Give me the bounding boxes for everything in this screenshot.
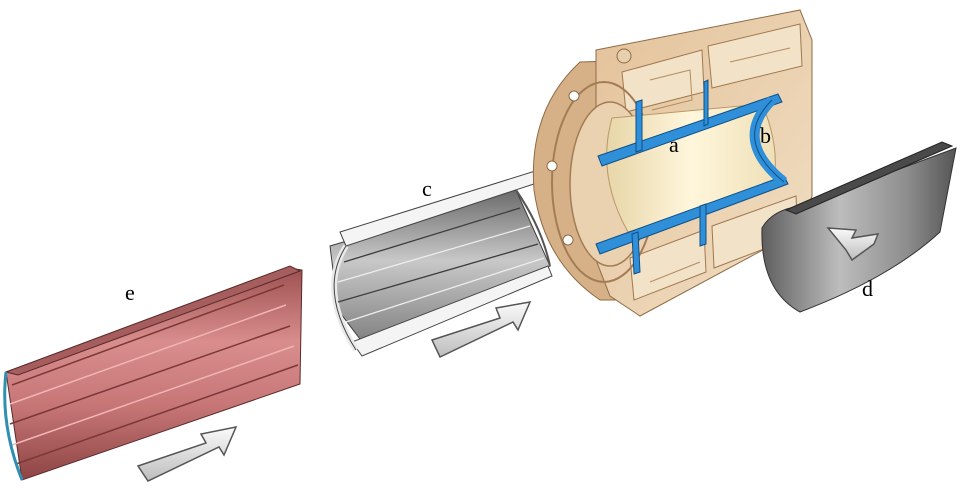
gray-cylinder-top-edge bbox=[784, 141, 954, 215]
gray-shell-inner-edge bbox=[515, 189, 551, 267]
component-a-blue-frame bbox=[595, 79, 789, 275]
label-b: b bbox=[760, 123, 771, 148]
red-shell-rib-3 bbox=[9, 325, 291, 425]
bolt-hole-3 bbox=[562, 234, 574, 246]
blue-post-top-right bbox=[703, 79, 709, 127]
gray-cylinder-body bbox=[761, 147, 957, 313]
gray-shell-end-ring-outline bbox=[333, 245, 357, 351]
red-shell-rib-2 bbox=[9, 304, 287, 405]
blue-post-bottom-left bbox=[631, 231, 641, 275]
red-shell-rib-1 bbox=[11, 284, 285, 386]
label-c: c bbox=[422, 176, 432, 201]
component-e-red-shell bbox=[3, 265, 303, 481]
gray-shell-rib-1 bbox=[343, 207, 521, 263]
arrow-d-icon bbox=[826, 227, 880, 262]
red-shell-rib-4 bbox=[11, 345, 295, 446]
housing-bottom-section-1 bbox=[629, 229, 707, 301]
blue-bar-bottom bbox=[595, 175, 789, 255]
bolt-hole-4 bbox=[616, 48, 632, 64]
component-b-blue-arc bbox=[749, 96, 788, 186]
blue-arc-outline bbox=[754, 99, 785, 183]
red-shell-top-flange bbox=[4, 265, 302, 376]
blue-post-top-left bbox=[635, 99, 643, 153]
gray-shell-rib-3 bbox=[337, 243, 539, 303]
arrow-e-icon bbox=[136, 425, 238, 482]
gray-shell-rib-4 bbox=[345, 257, 545, 323]
blue-post-bottom-right bbox=[699, 203, 707, 247]
label-d: d bbox=[862, 276, 873, 301]
red-shell-rib-5 bbox=[15, 364, 299, 465]
arrow-c-icon bbox=[430, 301, 532, 359]
housing-detail-3 bbox=[649, 261, 701, 283]
gray-shell-rib-2 bbox=[337, 225, 531, 283]
blue-bar-top bbox=[597, 93, 783, 167]
label-e: e bbox=[125, 280, 135, 305]
bolt-hole-1 bbox=[568, 90, 580, 102]
red-shell-end-edge bbox=[3, 371, 24, 481]
label-a: a bbox=[669, 132, 679, 157]
bolt-hole-2 bbox=[546, 160, 558, 172]
gray-shell-bottom-strip bbox=[351, 265, 553, 357]
component-c-gray-shell bbox=[329, 166, 553, 357]
housing-detail-2 bbox=[729, 47, 791, 63]
component-d-gray-cylinder bbox=[761, 141, 957, 313]
housing-detail-1 bbox=[649, 69, 693, 111]
